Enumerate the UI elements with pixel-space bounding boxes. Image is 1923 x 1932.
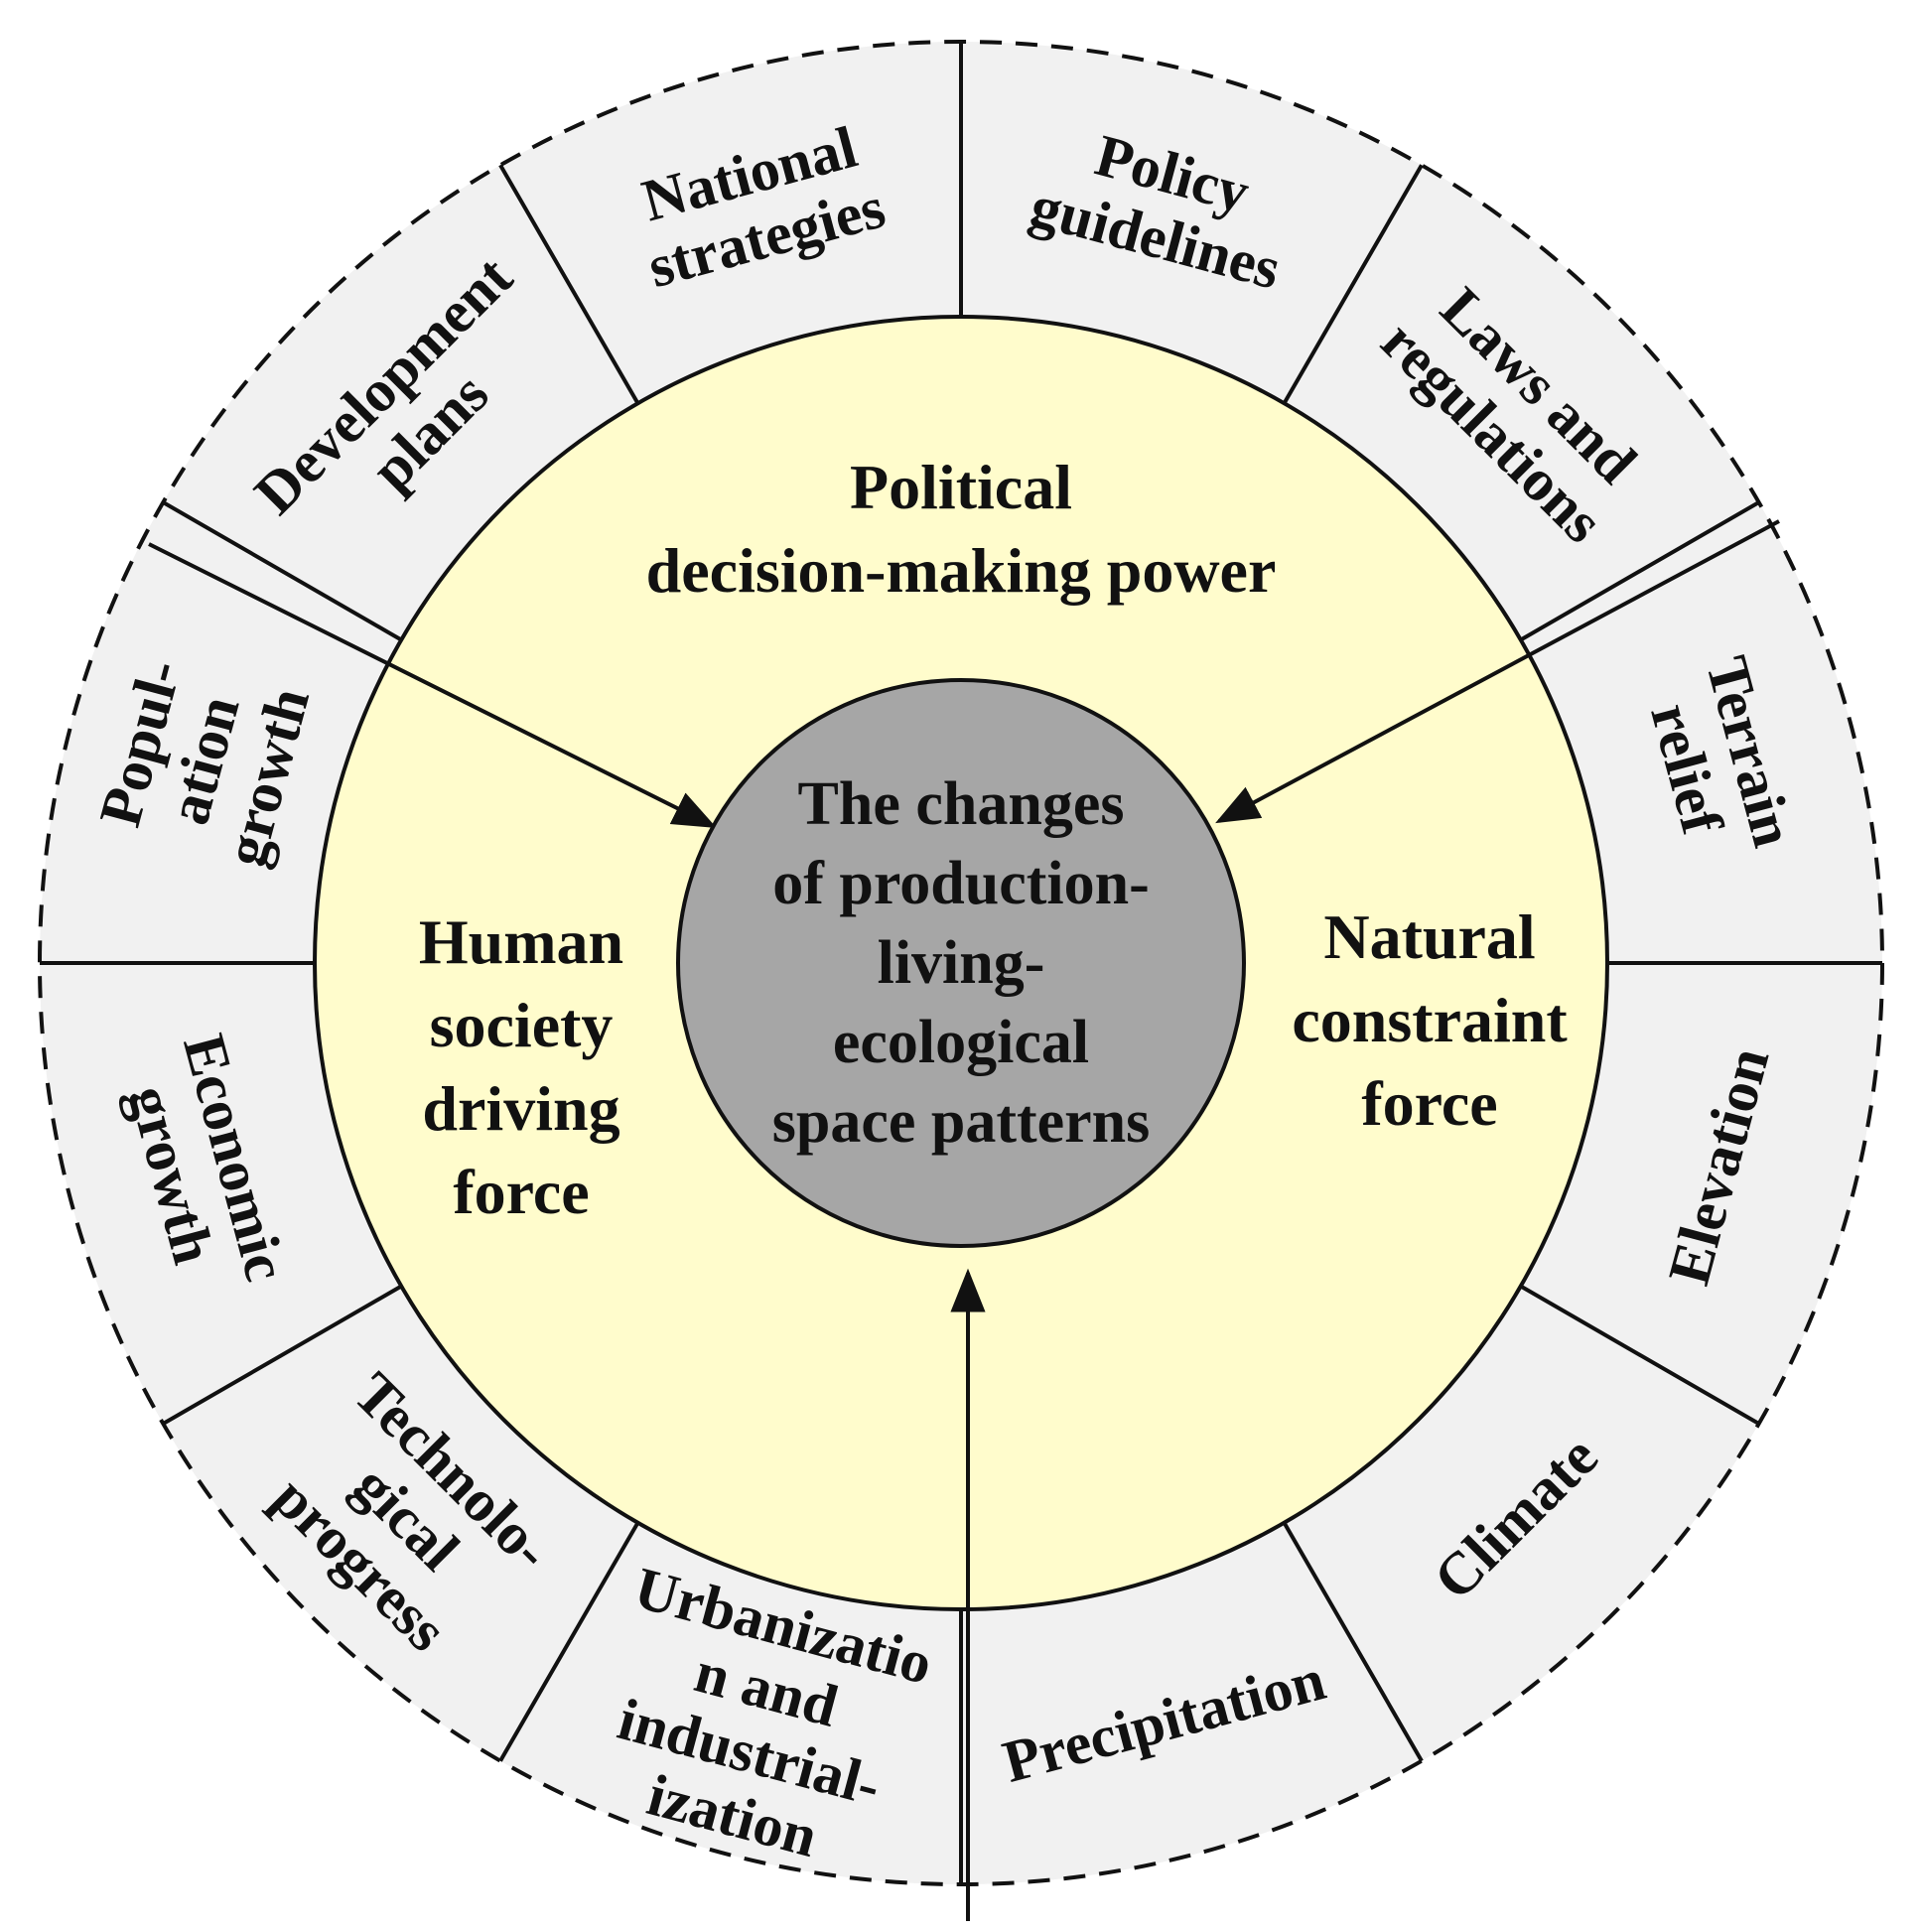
core-label-line-2: of production- <box>772 850 1150 917</box>
human-label-line-4: force <box>453 1157 589 1227</box>
core-label-line-5: space patterns <box>772 1088 1151 1156</box>
arrow-from-natural-constraint <box>1215 519 1780 824</box>
core-label-line-3: living- <box>878 929 1045 997</box>
natural-constraint-force-label: Natural constraint force <box>1292 901 1568 1139</box>
core-circle <box>676 678 1246 1248</box>
segment-divider <box>498 164 640 405</box>
arrow-from-human-society <box>148 542 717 828</box>
natural-label-line-2: constraint <box>1292 985 1568 1055</box>
core-label: The changes of production- living- ecolo… <box>772 770 1151 1156</box>
political-decision-making-power-label: Political decision-making power <box>646 452 1277 606</box>
political-label-line-2: decision-making power <box>646 535 1277 606</box>
core-label-line-4: ecological <box>833 1009 1089 1076</box>
political-label-line-1: Political <box>850 452 1072 522</box>
natural-label-line-3: force <box>1361 1068 1497 1139</box>
human-label-line-2: society <box>430 990 614 1060</box>
segment-divider <box>1519 1284 1760 1426</box>
segment-dividers <box>40 42 1882 1884</box>
segment-divider <box>498 1521 640 1762</box>
human-label-line-1: Human <box>419 906 623 977</box>
segment-divider <box>1519 500 1760 642</box>
segment-divider <box>162 500 403 642</box>
human-society-driving-force-label: Human society driving force <box>419 906 623 1227</box>
human-label-line-3: driving <box>422 1073 619 1144</box>
segment-divider <box>1282 164 1424 405</box>
core-label-line-1: The changes <box>798 770 1125 838</box>
natural-label-line-1: Natural <box>1323 901 1535 972</box>
segment-divider <box>1282 1521 1424 1762</box>
segment-divider <box>162 1284 403 1426</box>
